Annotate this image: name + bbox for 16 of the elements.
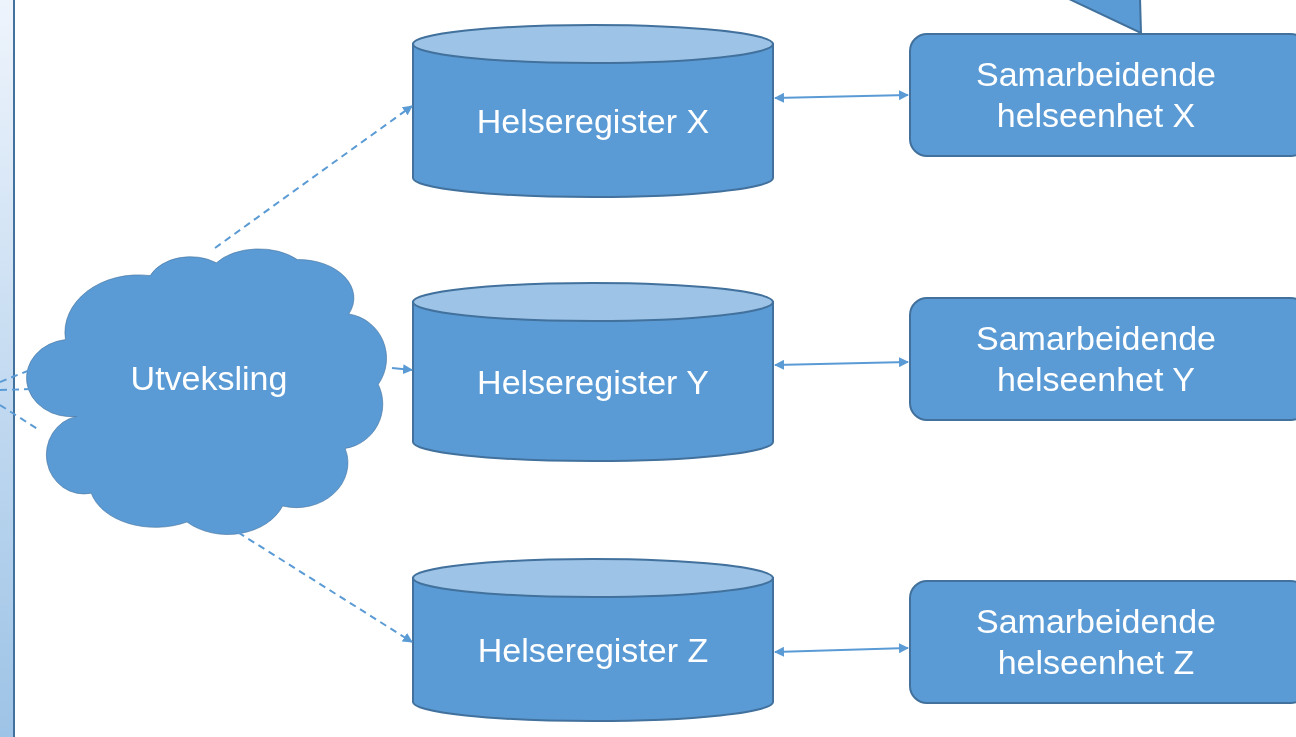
arrow [774, 357, 909, 370]
node-label: Samarbeidende helseenhet Z [974, 601, 1218, 683]
node-label: Utveksling [129, 357, 289, 399]
node-label: Samarbeidende helseenhet Y [974, 318, 1218, 400]
node-label: Helseregister Z [476, 629, 710, 671]
node-label: Helseregister X [475, 100, 711, 142]
arrow [774, 643, 909, 657]
arrow [214, 105, 413, 249]
arrow [391, 364, 413, 375]
arrow [774, 90, 909, 103]
node-label: Helseregister Y [476, 361, 710, 403]
rounded-box [909, 580, 1296, 704]
connector-line [0, 404, 40, 431]
rounded-box [909, 297, 1296, 421]
side-panel [0, 0, 15, 737]
node-label: Samarbeidende helseenhet X [974, 54, 1218, 136]
